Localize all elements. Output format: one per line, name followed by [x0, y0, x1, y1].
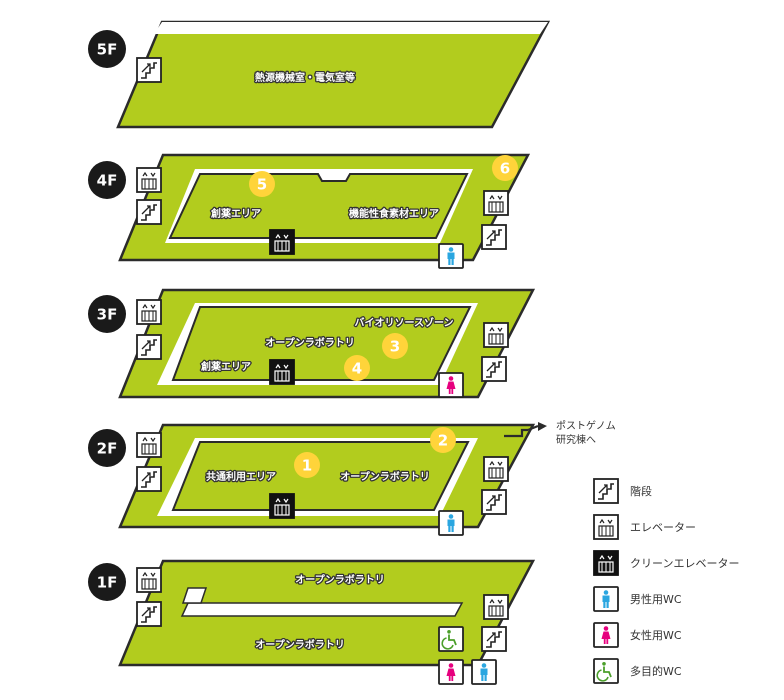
elevator-icon [136, 167, 162, 193]
elevator-icon [136, 432, 162, 458]
legend-label: 男性用WC [630, 592, 682, 606]
area-marker: 3 [382, 333, 408, 359]
floor-badge: 3F [88, 295, 126, 333]
room-label: バイオリソースゾーン [355, 316, 454, 329]
svg-text:5: 5 [257, 176, 267, 194]
male-wc-icon [593, 586, 619, 612]
male-wc-icon [438, 243, 464, 269]
accessible-wc-icon [593, 658, 619, 684]
floor-2f: 2F 共通利用エリア オープンラボラトリ 1 2 ポストゲノム 研究棟へ [88, 420, 616, 536]
room-label: 熱源機械室・電気室等 [255, 71, 355, 84]
floor-3f: 3F バイオリソースゾーン オープンラボラトリ 創薬エリア 3 4 [88, 288, 536, 399]
stairs-icon [593, 478, 619, 504]
clean-elevator-icon [269, 229, 295, 255]
floor-label: 2F [97, 440, 118, 458]
svg-text:1: 1 [302, 457, 312, 475]
room-label: オープンラボラトリ [255, 638, 344, 651]
female-wc-icon [438, 659, 464, 685]
stairs-icon [136, 601, 162, 627]
stairs-icon [481, 356, 507, 382]
legend-label: 階段 [630, 484, 652, 498]
room-label: オープンラボラトリ [295, 573, 384, 586]
floor-label: 1F [97, 574, 118, 592]
svg-text:2: 2 [438, 432, 448, 450]
room-label: オープンラボラトリ [340, 470, 429, 483]
elevator-icon [593, 514, 619, 540]
room-label: オープンラボラトリ [265, 336, 354, 349]
male-wc-icon [438, 510, 464, 536]
stairs-icon [136, 199, 162, 225]
area-marker: 4 [344, 355, 370, 381]
exit-arrow-icon [538, 422, 547, 431]
floor-badge: 4F [88, 161, 126, 199]
room-label: 創薬エリア [200, 360, 251, 373]
accessible-wc-icon [438, 626, 464, 652]
legend-label: エレベーター [630, 521, 696, 534]
svg-text:4: 4 [352, 360, 362, 378]
clean-elevator-icon [269, 493, 295, 519]
legend: 階段 エレベーター クリーンエレベーター 男性用WC 女性用WC 多目的WC [593, 478, 739, 684]
elevator-icon [136, 299, 162, 325]
floor-5f: 5F 熱源機械室・電気室等 [88, 20, 551, 129]
stairs-icon [481, 224, 507, 250]
legend-label: 多目的WC [630, 664, 682, 678]
exit-note-line2: 研究棟へ [556, 433, 596, 446]
male-wc-icon [471, 659, 497, 685]
area-marker: 1 [294, 452, 320, 478]
elevator-icon [483, 594, 509, 620]
elevator-icon [136, 567, 162, 593]
room-label: 共通利用エリア [206, 470, 276, 483]
floor-label: 4F [97, 172, 118, 190]
room-label: 創薬エリア [210, 207, 261, 220]
stairs-icon [481, 489, 507, 515]
stairs-icon [136, 57, 162, 83]
floor-badge: 2F [88, 429, 126, 467]
room-label: 機能性食素材エリア [349, 207, 439, 220]
legend-label: 女性用WC [630, 628, 682, 642]
female-wc-icon [438, 372, 464, 398]
floor-label: 3F [97, 306, 118, 324]
floor-badge: 5F [88, 30, 126, 68]
elevator-icon [483, 456, 509, 482]
area-marker: 6 [492, 155, 518, 181]
elevator-icon [483, 190, 509, 216]
svg-text:6: 6 [500, 160, 510, 178]
area-marker: 5 [249, 171, 275, 197]
floor-badge: 1F [88, 563, 126, 601]
floor-4f: 4F 創薬エリア 機能性食素材エリア 5 6 [88, 153, 531, 269]
exit-note-line1: ポストゲノム [556, 420, 616, 432]
stairs-icon [136, 466, 162, 492]
clean-elevator-icon [269, 359, 295, 385]
female-wc-icon [593, 622, 619, 648]
floor-1f: 1F オープンラボラトリ オープンラボラトリ [88, 559, 536, 685]
elevator-icon [483, 322, 509, 348]
clean-elevator-icon [593, 550, 619, 576]
area-marker: 2 [430, 427, 456, 453]
legend-label: クリーンエレベーター [630, 557, 739, 570]
stairs-icon [481, 626, 507, 652]
stairs-icon [136, 334, 162, 360]
svg-text:3: 3 [390, 338, 400, 356]
floor-label: 5F [97, 41, 118, 59]
